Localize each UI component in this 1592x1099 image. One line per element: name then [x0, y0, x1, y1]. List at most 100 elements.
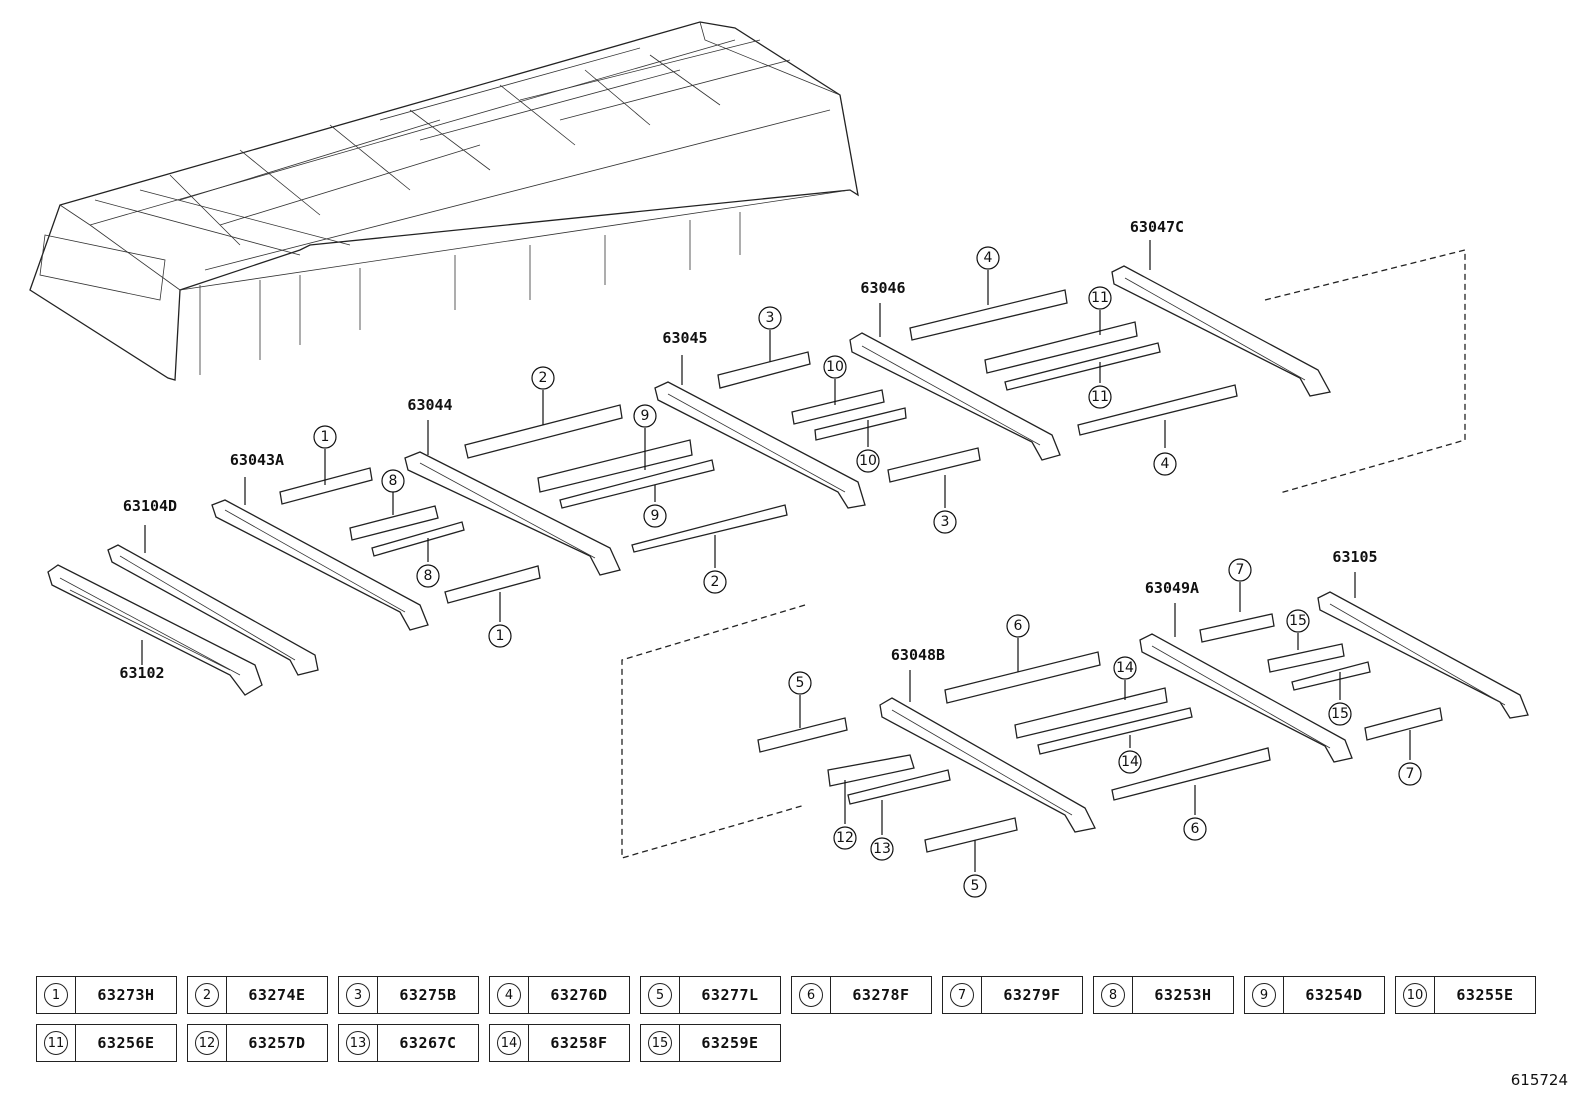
legend-code: 63275B [399, 986, 457, 1004]
part-labels: 63102 63104D 63043A 63044 63045 63046 63… [119, 218, 1377, 682]
callout-4-lower: 4 [1153, 452, 1177, 476]
upper-group-boundary [1264, 249, 1466, 494]
legend-number: 12 [195, 1031, 219, 1055]
svg-text:11: 11 [1091, 389, 1109, 405]
svg-text:3: 3 [766, 310, 775, 326]
legend-code: 63256E [97, 1034, 155, 1052]
svg-text:11: 11 [1091, 290, 1109, 306]
legend-number: 13 [346, 1031, 370, 1055]
legend-number: 6 [799, 983, 823, 1007]
label-63104d: 63104D [123, 497, 177, 515]
svg-text:9: 9 [641, 408, 650, 424]
label-63049a: 63049A [1145, 579, 1199, 597]
legend-item: 3 63275B [338, 976, 479, 1014]
legend-number: 2 [195, 983, 219, 1007]
legend-code: 63278F [852, 986, 910, 1004]
label-63048b: 63048B [891, 646, 945, 664]
legend-code: 63257D [248, 1034, 306, 1052]
label-63105: 63105 [1332, 548, 1377, 566]
legend-code: 63254D [1305, 986, 1363, 1004]
callout-1: 1 [313, 425, 337, 449]
legend-number: 7 [950, 983, 974, 1007]
svg-text:13: 13 [873, 841, 891, 857]
svg-text:6: 6 [1014, 618, 1023, 634]
svg-text:1: 1 [321, 429, 330, 445]
callout-8-lower: 8 [416, 564, 440, 588]
callout-9-lower: 9 [643, 504, 667, 528]
label-63047c: 63047C [1130, 218, 1184, 236]
svg-text:4: 4 [984, 250, 993, 266]
small-reinforcements [279, 289, 1443, 853]
callout-14-lower: 14 [1118, 750, 1142, 774]
label-63102: 63102 [119, 664, 164, 682]
callout-2-lower: 2 [703, 570, 727, 594]
callout-15-lower: 15 [1328, 702, 1352, 726]
legend-number: 11 [44, 1031, 68, 1055]
svg-text:12: 12 [836, 830, 854, 846]
legend-number: 4 [497, 983, 521, 1007]
van-roof-body [29, 21, 859, 381]
legend-item: 8 63253H [1093, 976, 1234, 1014]
legend-number: 3 [346, 983, 370, 1007]
legend-code: 63276D [550, 986, 608, 1004]
legend-row-2: 11 63256E 12 63257D 13 63267C 14 63258F 15 63… [36, 1024, 1556, 1062]
svg-text:3: 3 [941, 514, 950, 530]
callout-14: 14 [1113, 656, 1137, 680]
svg-text:5: 5 [971, 878, 980, 894]
legend-number: 8 [1101, 983, 1125, 1007]
callout-7-lower: 7 [1398, 762, 1422, 786]
svg-text:10: 10 [826, 359, 844, 375]
callout-7: 7 [1228, 558, 1252, 582]
legend-item: 14 63258F [489, 1024, 630, 1062]
legend-code: 63274E [248, 986, 306, 1004]
svg-text:2: 2 [711, 574, 720, 590]
callout-5-lower: 5 [963, 874, 987, 898]
figure-id: 615724 [1510, 1071, 1568, 1089]
callout-9: 9 [633, 404, 657, 428]
callout-13: 13 [870, 837, 894, 861]
callout-8: 8 [381, 469, 405, 493]
svg-text:14: 14 [1116, 660, 1134, 676]
legend-item: 7 63279F [942, 976, 1083, 1014]
legend-code: 63267C [399, 1034, 457, 1052]
callout-6-lower: 6 [1183, 817, 1207, 841]
legend-code: 63258F [550, 1034, 608, 1052]
legend-number: 14 [497, 1031, 521, 1055]
callout-4: 4 [976, 246, 1000, 270]
svg-text:15: 15 [1289, 613, 1307, 629]
svg-text:14: 14 [1121, 754, 1139, 770]
roof-parts-diagram: 63102 63104D 63043A 63044 63045 63046 63… [29, 21, 1529, 898]
callout-1-lower: 1 [488, 624, 512, 648]
svg-text:4: 4 [1161, 456, 1170, 472]
legend-code: 63279F [1003, 986, 1061, 1004]
callout-12: 12 [833, 826, 857, 850]
svg-text:8: 8 [424, 568, 433, 584]
callouts: 1 1 2 2 3 3 4 4 5 5 6 6 7 7 8 8 9 9 10 1… [313, 246, 1422, 898]
legend-item: 5 63277L [640, 976, 781, 1014]
svg-text:9: 9 [651, 508, 660, 524]
legend-code: 63273H [97, 986, 155, 1004]
callout-10: 10 [823, 355, 847, 379]
legend-code: 63277L [701, 986, 759, 1004]
svg-text:7: 7 [1406, 766, 1415, 782]
label-63043a: 63043A [230, 451, 284, 469]
legend-number: 5 [648, 983, 672, 1007]
legend-item: 13 63267C [338, 1024, 479, 1062]
legend-code: 63253H [1154, 986, 1212, 1004]
callout-3-lower: 3 [933, 510, 957, 534]
legend-number: 1 [44, 983, 68, 1007]
callout-11-lower: 11 [1088, 385, 1112, 409]
legend-item: 1 63273H [36, 976, 177, 1014]
legend-number: 15 [648, 1031, 672, 1055]
roof-bows [47, 265, 1529, 833]
legend-item: 12 63257D [187, 1024, 328, 1062]
legend-item: 4 63276D [489, 976, 630, 1014]
callout-11: 11 [1088, 286, 1112, 310]
label-63045: 63045 [662, 329, 707, 347]
svg-text:6: 6 [1191, 821, 1200, 837]
label-63046: 63046 [860, 279, 905, 297]
callout-15: 15 [1286, 609, 1310, 633]
